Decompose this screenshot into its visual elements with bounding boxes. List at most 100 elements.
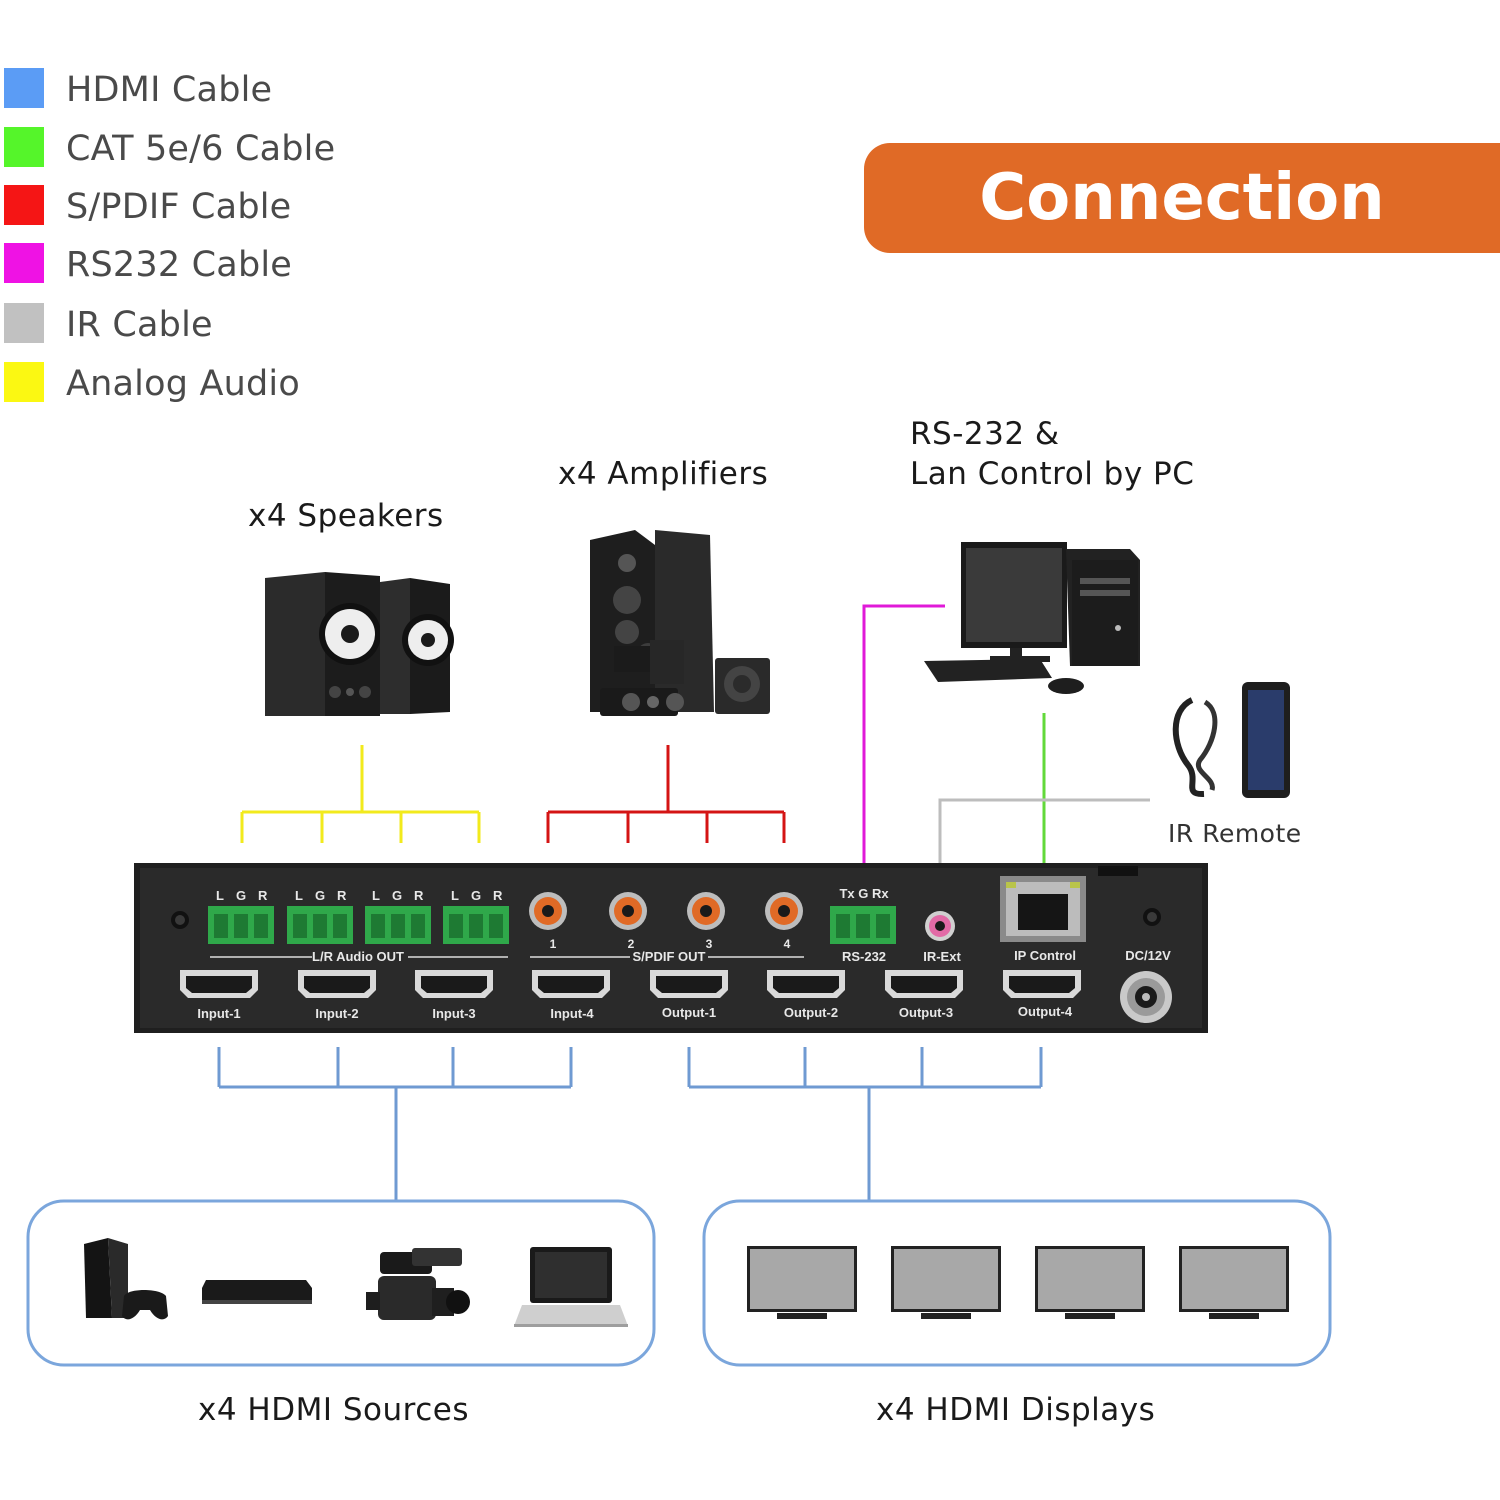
tv-icon (891, 1246, 1001, 1319)
banner-title: Connection (979, 161, 1385, 235)
legend-swatch (4, 185, 44, 225)
audio-channel-label: R (414, 888, 424, 903)
lr-audio-out-label: L/R Audio OUT (312, 949, 404, 964)
displays-caption: x4 HDMI Displays (876, 1392, 1156, 1428)
home-theater-speakers-icon (590, 530, 770, 716)
spdif-jack-1 (529, 892, 567, 930)
legend-item-spdif: S/PDIF Cable (4, 185, 424, 227)
audio-terminal-3 (365, 906, 431, 944)
audio-channel-label: L (372, 888, 380, 903)
spdif-number: 1 (550, 937, 557, 951)
legend-swatch (4, 127, 44, 167)
legend-item-analog: Analog Audio (4, 362, 424, 404)
dc-label: DC/12V (1125, 948, 1171, 963)
audio-channel-label: G (392, 888, 402, 903)
hdmi-port-input-3 (415, 970, 493, 998)
dc-power-jack (1120, 971, 1172, 1023)
spdif-jack-4 (765, 892, 803, 930)
ir-ext-jack (925, 911, 955, 941)
audio-terminal-1 (208, 906, 274, 944)
legend-swatch (4, 303, 44, 343)
hdmi-port-label: Input-3 (432, 1006, 475, 1021)
hdmi-port-label: Input-2 (315, 1006, 358, 1021)
desktop-computer-icon (924, 542, 1140, 694)
pc-caption-line1: RS-232 & (910, 416, 1060, 452)
audio-channel-label: R (258, 888, 268, 903)
legend-label: HDMI Cable (66, 70, 273, 110)
audio-channel-label: L (295, 888, 303, 903)
ir-cable (938, 798, 1150, 888)
legend-swatch (4, 68, 44, 108)
hdmi-port-label: Output-4 (1018, 1004, 1073, 1019)
pc-caption-line2: Lan Control by PC (910, 456, 1195, 492)
legend-swatch (4, 243, 44, 283)
audio-channel-label: R (493, 888, 503, 903)
amplifiers-caption: x4 Amplifiers (558, 456, 769, 492)
audio-channel-label: L (451, 888, 459, 903)
hdmi-sources-box (26, 1199, 656, 1367)
rs232-pins-label: Tx G Rx (839, 886, 889, 901)
hdmi-port-output-3 (885, 970, 963, 998)
hdmi-port-label: Input-4 (550, 1006, 594, 1021)
audio-channel-label: G (315, 888, 325, 903)
speakers-caption: x4 Speakers (248, 498, 444, 534)
audio-channel-label: R (337, 888, 347, 903)
hdmi-port-input-4 (532, 970, 610, 998)
hdmi-port-output-1 (650, 970, 728, 998)
audio-channel-label: G (236, 888, 246, 903)
spdif-number: 2 (628, 937, 635, 951)
hdmi-port-label: Output-2 (784, 1005, 838, 1020)
tv-icon (747, 1246, 857, 1319)
legend-swatch (4, 362, 44, 402)
ir-remote-icon (1172, 682, 1290, 798)
legend-item-cat: CAT 5e/6 Cable (4, 127, 424, 169)
legend-item-hdmi: HDMI Cable (4, 68, 424, 110)
camcorder-icon (366, 1248, 470, 1320)
game-console-icon (84, 1238, 168, 1320)
spdif-number: 3 (706, 937, 713, 951)
matrix-switch-panel: L G R L G R L G R L G R L/R Audio OUT 1 … (134, 863, 1208, 1033)
audio-terminal-2 (287, 906, 353, 944)
spdif-jack-2 (609, 892, 647, 930)
audio-channel-label: L (216, 888, 224, 903)
media-player-icon (202, 1280, 312, 1304)
rs232-terminal (830, 906, 896, 944)
legend-label: RS232 Cable (66, 245, 293, 285)
analog-audio-cables (240, 745, 481, 843)
legend-label: Analog Audio (66, 364, 300, 404)
connection-banner: Connection (864, 143, 1500, 253)
hdmi-port-label: Input-1 (197, 1006, 240, 1021)
hdmi-input-cables (217, 1047, 573, 1201)
hdmi-port-output-4 (1003, 970, 1081, 998)
hdmi-port-input-2 (298, 970, 376, 998)
rs232-cable (862, 604, 945, 874)
bookshelf-speakers-icon (265, 572, 454, 716)
legend-label: IR Cable (66, 305, 213, 345)
audio-terminal-4 (443, 906, 509, 944)
sources-caption: x4 HDMI Sources (198, 1392, 469, 1428)
hdmi-displays-box (702, 1199, 1332, 1367)
ip-control-label: IP Control (1014, 948, 1076, 963)
spdif-out-label: S/PDIF OUT (633, 949, 706, 964)
ir-remote-caption: IR Remote (1168, 819, 1302, 848)
spdif-jack-3 (687, 892, 725, 930)
legend-item-ir: IR Cable (4, 303, 424, 345)
rj45-port (1000, 876, 1086, 942)
tv-icon (1179, 1246, 1289, 1319)
laptop-icon (514, 1247, 628, 1327)
hdmi-port-label: Output-3 (899, 1005, 953, 1020)
tv-icon (1035, 1246, 1145, 1319)
rs232-label: RS-232 (842, 949, 886, 964)
ir-ext-label: IR-Ext (923, 949, 961, 964)
legend-item-rs232: RS232 Cable (4, 243, 424, 285)
legend-label: CAT 5e/6 Cable (66, 129, 336, 169)
spdif-cables (546, 745, 786, 843)
legend-label: S/PDIF Cable (66, 187, 292, 227)
spdif-number: 4 (784, 937, 791, 951)
hdmi-port-input-1 (180, 970, 258, 998)
hdmi-output-cables (687, 1047, 1043, 1201)
hdmi-port-output-2 (767, 970, 845, 998)
audio-channel-label: G (471, 888, 481, 903)
hdmi-port-label: Output-1 (662, 1005, 716, 1020)
